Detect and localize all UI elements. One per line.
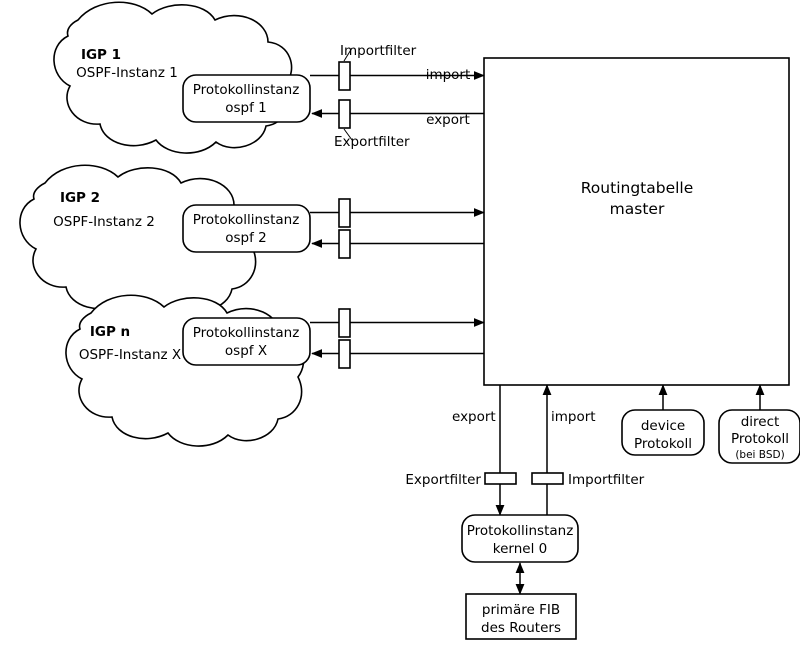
ospf-x-line2: ospf X	[225, 343, 267, 359]
importfilter-leader-row1	[343, 47, 353, 62]
cloud-2-title: IGP 2	[60, 190, 100, 206]
routing-table-line2: master	[610, 200, 665, 218]
protocol-instance-ospf-2: Protokollinstanz ospf 2	[182, 204, 311, 253]
device-protocol-line2: Protokoll	[634, 436, 692, 452]
ospf-x-line1: Protokollinstanz	[193, 325, 300, 341]
import-label-kernel: import	[551, 409, 596, 425]
ospf-2-line1: Protokollinstanz	[193, 212, 300, 228]
importfilter-box-row3	[338, 308, 351, 338]
device-protocol-box: device Protokoll	[621, 409, 705, 456]
export-label-row1: export	[426, 112, 470, 128]
direct-protocol-line1: direct	[741, 414, 780, 430]
exportfilter-box-row3	[338, 339, 351, 369]
kernel-line1: Protokollinstanz	[467, 523, 574, 539]
fib-line1: primäre FIB	[482, 602, 560, 618]
ospf-1-line2: ospf 1	[225, 100, 267, 116]
device-protocol-line1: device	[641, 418, 685, 434]
exportfilter-box-kernel	[484, 472, 517, 485]
import-label-row1: import	[426, 67, 471, 83]
importfilter-label-kernel: Importfilter	[568, 472, 645, 488]
exportfilter-box-row2	[338, 229, 351, 259]
exportfilter-label-row1: Exportfilter	[334, 134, 410, 150]
cloud-1-subtitle: OSPF-Instanz 1	[76, 65, 178, 81]
fib-line2: des Routers	[481, 620, 561, 636]
importfilter-box-kernel	[531, 472, 564, 485]
protocol-instance-ospf-x: Protokollinstanz ospf X	[182, 317, 311, 366]
exportfilter-box-row1	[338, 99, 351, 129]
importfilter-label-row1: Importfilter	[340, 43, 417, 59]
direct-protocol-line3: (bei BSD)	[735, 449, 784, 461]
ospf-2-line2: ospf 2	[225, 230, 267, 246]
importfilter-box-row1	[338, 61, 351, 91]
export-label-kernel: export	[452, 409, 496, 425]
ospf-1-line1: Protokollinstanz	[193, 82, 300, 98]
cloud-igp-2: IGP 2 OSPF-Instanz 2	[19, 164, 259, 317]
kernel-line2: kernel 0	[493, 541, 547, 557]
cloud-1-title: IGP 1	[81, 47, 121, 63]
protocol-instance-ospf-1: Protokollinstanz ospf 1	[182, 74, 311, 123]
direct-protocol-box: direct Protokoll (bei BSD)	[718, 409, 800, 464]
exportfilter-leader-row1	[343, 128, 353, 141]
cloud-2-subtitle: OSPF-Instanz 2	[53, 214, 155, 230]
routing-table-line1: Routingtabelle	[581, 179, 694, 197]
importfilter-box-row2	[338, 198, 351, 228]
routing-table-master: Routingtabelle master	[483, 57, 790, 386]
protocol-instance-kernel-0: Protokollinstanz kernel 0	[461, 514, 579, 563]
exportfilter-label-kernel: Exportfilter	[405, 472, 481, 488]
direct-protocol-line2: Protokoll	[731, 431, 789, 447]
cloud-3-subtitle: OSPF-Instanz X	[79, 347, 181, 363]
primary-fib-box: primäre FIB des Routers	[465, 593, 577, 640]
cloud-3-title: IGP n	[90, 324, 130, 340]
